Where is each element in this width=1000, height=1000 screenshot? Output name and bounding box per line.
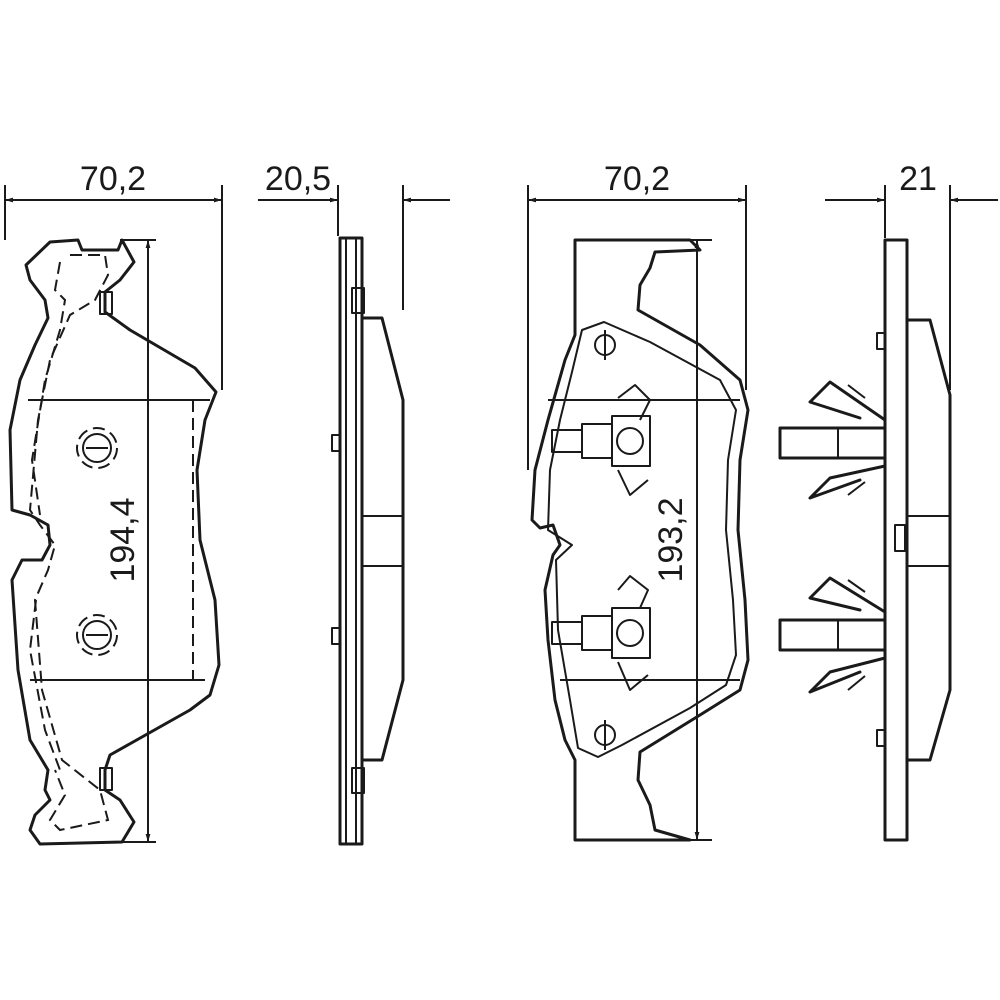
pad1-side-friction-block (360, 316, 405, 762)
pad2-side-backing-plate (883, 238, 909, 842)
pad1-width-label: 70,2 (80, 160, 146, 198)
pad1-clip-top (99, 291, 113, 315)
pad1-side-clip-bottom (351, 767, 365, 794)
pad2-sensor-upper (551, 384, 651, 496)
pad2-length-label: 193,2 (652, 497, 690, 582)
pad1-side-view: 20,5 (258, 160, 450, 846)
pad1-length-label: 194,4 (104, 497, 142, 582)
pad2-spring-clip-lower (778, 576, 887, 694)
pad1-friction-outline-inner (28, 261, 67, 771)
pad2-spring-clip-upper (778, 380, 887, 500)
pad2-width-label: 70,2 (604, 160, 670, 198)
pad2-side-view: 21 (778, 160, 998, 842)
pad2-backing-plate (530, 238, 750, 842)
pad2-friction-outline (547, 321, 737, 758)
pad1-rivet-top (76, 427, 118, 469)
pad1-friction-outline (28, 254, 110, 832)
pad1-side-clip-top (351, 287, 365, 314)
pad1-side-backing-plate (338, 236, 364, 846)
pad2-pin-top (594, 330, 616, 360)
pad1-backing-plate (8, 238, 221, 846)
pad1-thickness-label: 20,5 (265, 160, 331, 198)
pad1-front-view: 194,4 70,2 (4, 160, 223, 846)
pad2-pin-bottom (594, 720, 616, 750)
pad2-front-view: 193,2 70,2 (527, 160, 750, 842)
pad2-thickness-label: 21 (899, 160, 937, 198)
pad1-clip-bottom (99, 767, 113, 791)
pad2-side-friction-block (905, 318, 952, 762)
pad2-sensor-lower (551, 575, 651, 691)
pad1-rivet-bottom (76, 614, 118, 656)
